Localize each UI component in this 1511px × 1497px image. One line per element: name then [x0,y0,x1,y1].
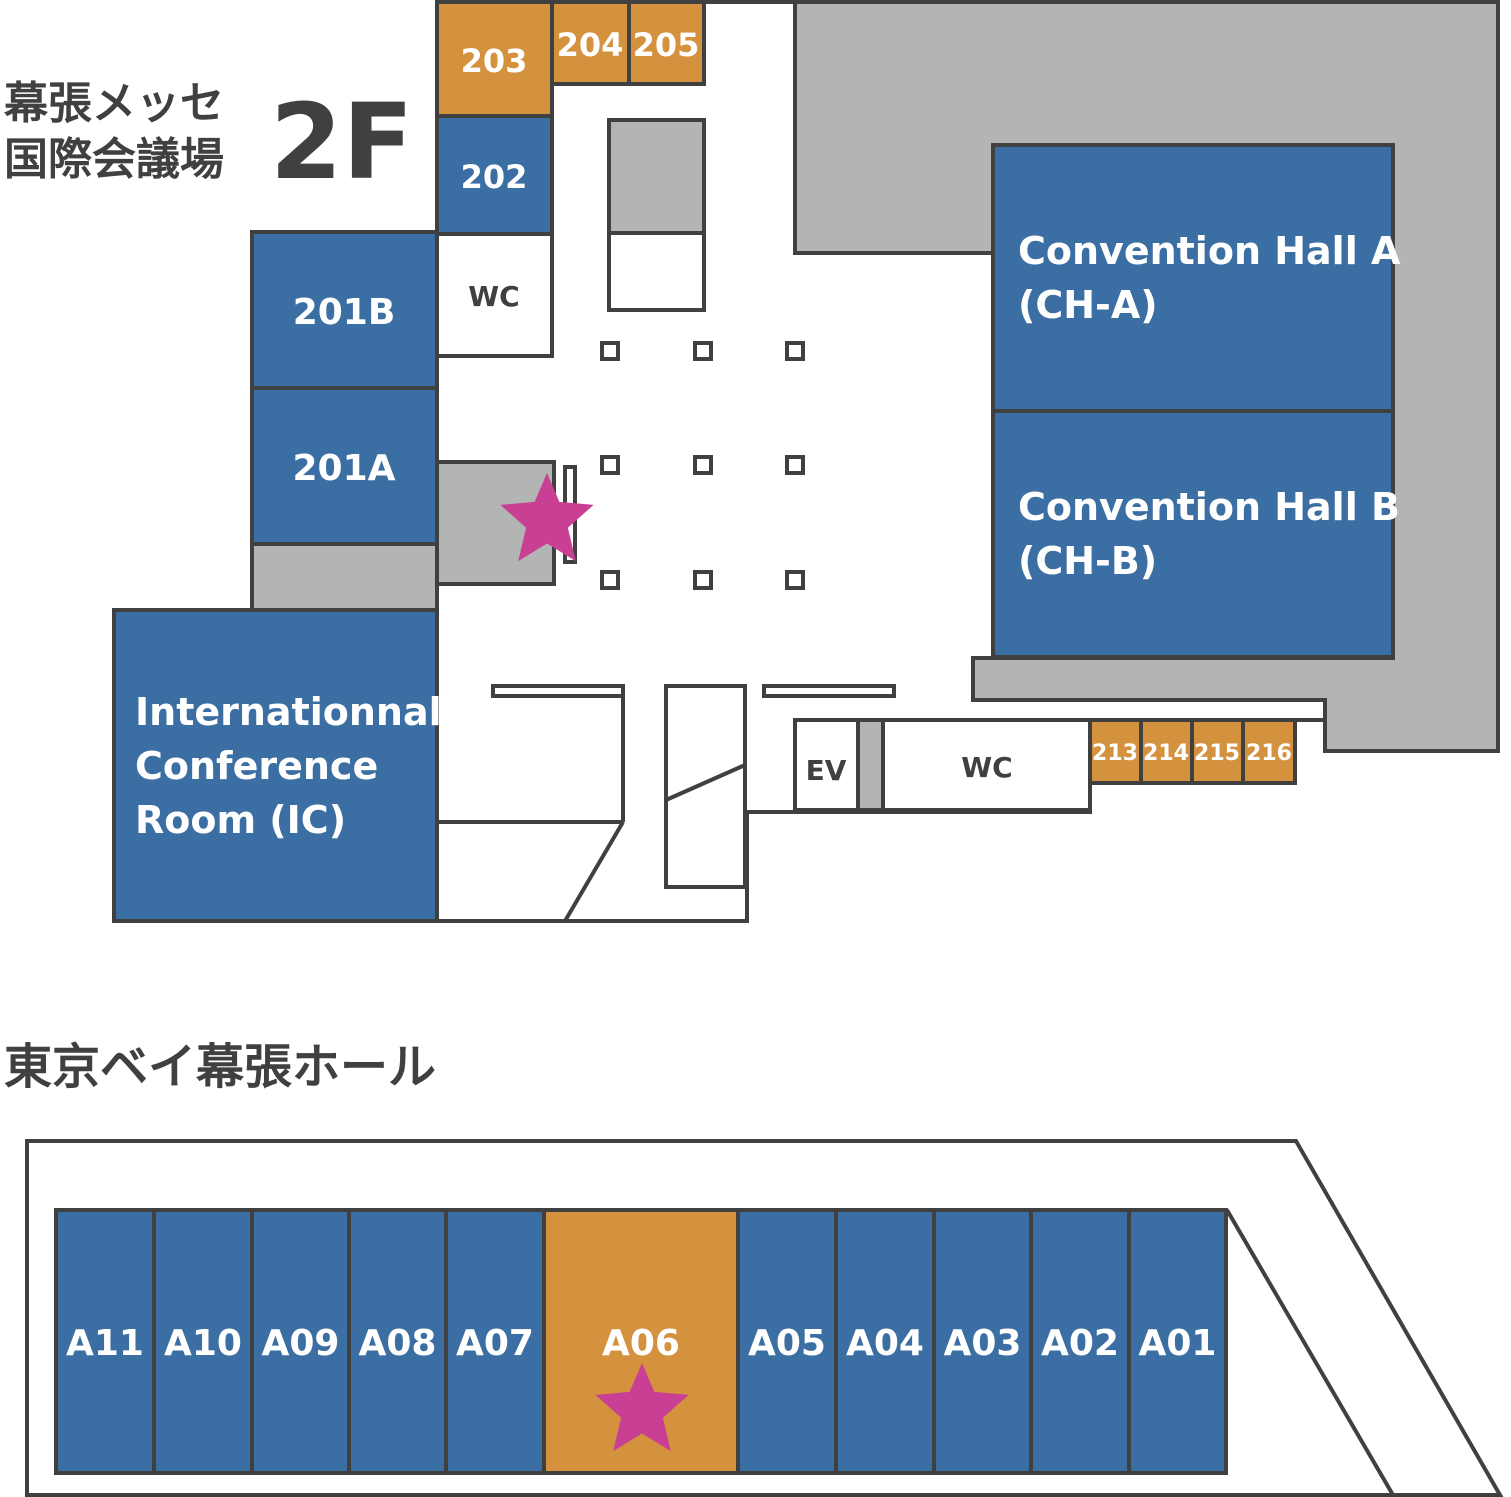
pillar [785,341,805,361]
bay-hall-map: 東京ベイ幕張ホール A11 A10 A09 A08 A07 A06 A05 A04 A03 A02… [4,1039,1504,1497]
room-a05[interactable] [736,1208,838,1475]
bay-hall-title: 東京ベイ幕張ホール [4,1039,436,1095]
room-a02-label: A02 [1041,1323,1119,1364]
pillar [600,570,620,590]
room-201b-label: 201B [293,292,396,333]
bay-hall-rooms: A11 A10 A09 A08 A07 A06 A05 A04 A03 A02 A01 [54,1208,1228,1475]
pillar [693,455,713,475]
room-215-label: 215 [1194,741,1240,766]
pillar [600,455,620,475]
service-area-west [250,542,439,612]
venue-name-line1: 幕張メッセ [3,78,224,129]
railing [762,684,896,698]
service-shaft [856,718,885,812]
room-a06-label: A06 [602,1323,680,1364]
pillar [600,341,620,361]
room-a07-label: A07 [456,1323,534,1364]
room-a08-label: A08 [359,1323,437,1364]
convention-hall-a-label-line2: (CH-A) [1018,283,1158,327]
railing [491,684,625,698]
room-a03-label: A03 [944,1323,1022,1364]
bay-hall-diagonal-wall [1225,1208,1395,1497]
escalator-landing [607,231,706,312]
restroom-lower [881,718,1092,812]
room-a08[interactable] [347,1208,448,1475]
room-ic-label-line1: Internationnal [135,690,442,734]
escalator-lower [664,684,747,889]
stair-wall [563,820,625,923]
room-a10-label: A10 [164,1323,242,1364]
room-202-label: 202 [461,158,528,196]
room-international-conference[interactable] [112,608,439,923]
room-a11-label: A11 [66,1323,144,1364]
room-216[interactable] [1241,718,1297,785]
room-216-label: 216 [1246,741,1292,766]
convention-hall-b-label-line2: (CH-B) [1018,539,1157,583]
room-a04-label: A04 [846,1323,924,1364]
escalator-void [607,118,706,235]
room-a09-label: A09 [262,1323,340,1364]
room-a01-label: A01 [1139,1323,1217,1364]
room-ic-label-line3: Room (IC) [135,798,346,842]
makuhari-2f-map: 203 204 205 202 WC 201B 201A [3,0,1500,923]
room-204-label: 204 [557,26,624,64]
room-201a-label: 201A [292,448,395,489]
convention-hall-a[interactable] [991,143,1395,413]
elevator-label: EV [806,754,847,787]
room-a11[interactable] [54,1208,156,1475]
restroom-upper-label: WC [468,280,519,313]
pillar [693,570,713,590]
floor-label: 2F [270,81,413,203]
convention-hall-b[interactable] [991,409,1395,659]
escalator-diagonal [665,763,746,802]
restroom-lower-label: WC [961,751,1012,784]
room-a01[interactable] [1127,1208,1228,1475]
room-213-label: 213 [1092,741,1138,766]
room-ic-label-line2: Conference [135,744,378,788]
room-a10[interactable] [152,1208,254,1475]
room-213[interactable] [1088,718,1143,785]
convention-hall-b-label-line1: Convention Hall B [1018,485,1400,529]
restroom-upper [435,232,554,358]
room-214[interactable] [1139,718,1194,785]
venue-name-line2: 国際会議場 [4,134,224,185]
room-215[interactable] [1190,718,1245,785]
room-203[interactable] [435,0,554,118]
room-205[interactable] [627,0,706,86]
pillar [693,341,713,361]
room-a04[interactable] [834,1208,936,1475]
location-star-icon [500,473,594,562]
pillar [785,570,805,590]
room-205-label: 205 [633,26,700,64]
room-214-label: 214 [1143,741,1189,766]
room-a09[interactable] [250,1208,351,1475]
room-203-label: 203 [461,42,528,80]
location-star-icon-bay [595,1363,689,1452]
convention-hall-a-label-line1: Convention Hall A [1018,229,1401,273]
room-a05-label: A05 [748,1323,826,1364]
room-a07[interactable] [444,1208,546,1475]
room-204[interactable] [550,0,631,86]
pillar [785,455,805,475]
